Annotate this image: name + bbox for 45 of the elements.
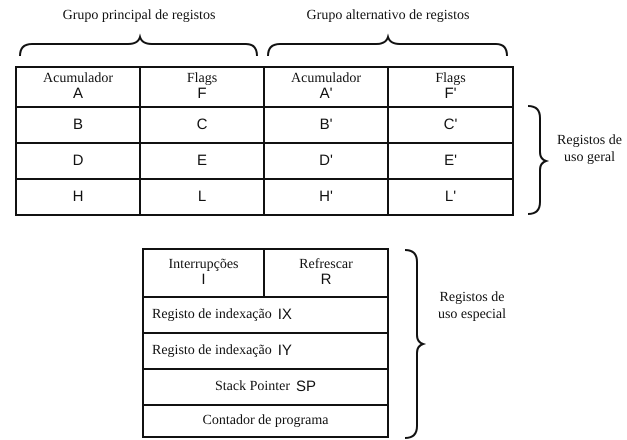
register-letter: C' xyxy=(444,117,458,133)
register-letter: E' xyxy=(444,153,457,169)
register-cell xyxy=(142,332,389,370)
register-name: Stack Pointer xyxy=(214,380,290,394)
register-letter: E xyxy=(196,153,207,169)
register-letter: I xyxy=(201,272,206,288)
group-label: Registos de uso geral xyxy=(556,133,623,167)
register-letter: A' xyxy=(320,86,332,102)
register-name: Registo de indexação xyxy=(152,344,272,358)
register-cell xyxy=(263,248,389,298)
register-letter: D' xyxy=(319,153,333,169)
register-letter: B' xyxy=(320,117,332,133)
register-letter: B xyxy=(72,117,83,133)
register-name: Interrupções xyxy=(168,258,238,272)
register-cell xyxy=(15,178,141,216)
register-name: Flags xyxy=(435,72,466,86)
group-label: Grupo alternativo de registos xyxy=(306,8,470,25)
register-letter: R xyxy=(320,272,332,288)
register-letter: C xyxy=(196,117,208,133)
register-name: Acumulador xyxy=(43,72,113,86)
register-cell xyxy=(142,368,389,406)
register-name: Flags xyxy=(186,72,218,86)
register-name: Acumulador xyxy=(291,72,361,86)
register-letter: SP xyxy=(296,379,316,395)
register-name: Registo de indexação xyxy=(152,308,272,322)
register-letter: D xyxy=(72,153,84,169)
register-cell xyxy=(142,296,389,334)
register-letter: IX xyxy=(278,307,292,323)
register-letter: L xyxy=(198,189,206,205)
register-cell xyxy=(15,66,141,108)
register-letter: H xyxy=(72,189,84,205)
register-name: Contador de programa xyxy=(202,414,328,428)
register-letter: F' xyxy=(444,86,457,102)
register-letter: A xyxy=(72,86,83,102)
register-name: Refrescar xyxy=(299,258,353,272)
register-letter: IY xyxy=(278,343,292,359)
register-cell xyxy=(387,178,514,216)
register-letter: H' xyxy=(319,189,333,205)
register-cell xyxy=(142,248,265,298)
register-cell xyxy=(387,66,514,108)
register-cell xyxy=(142,404,389,438)
group-label: Grupo principal de registos xyxy=(62,8,216,25)
register-letter: F xyxy=(197,86,207,102)
group-label: Registos de uso especial xyxy=(436,290,508,324)
register-letter: L' xyxy=(444,189,456,205)
